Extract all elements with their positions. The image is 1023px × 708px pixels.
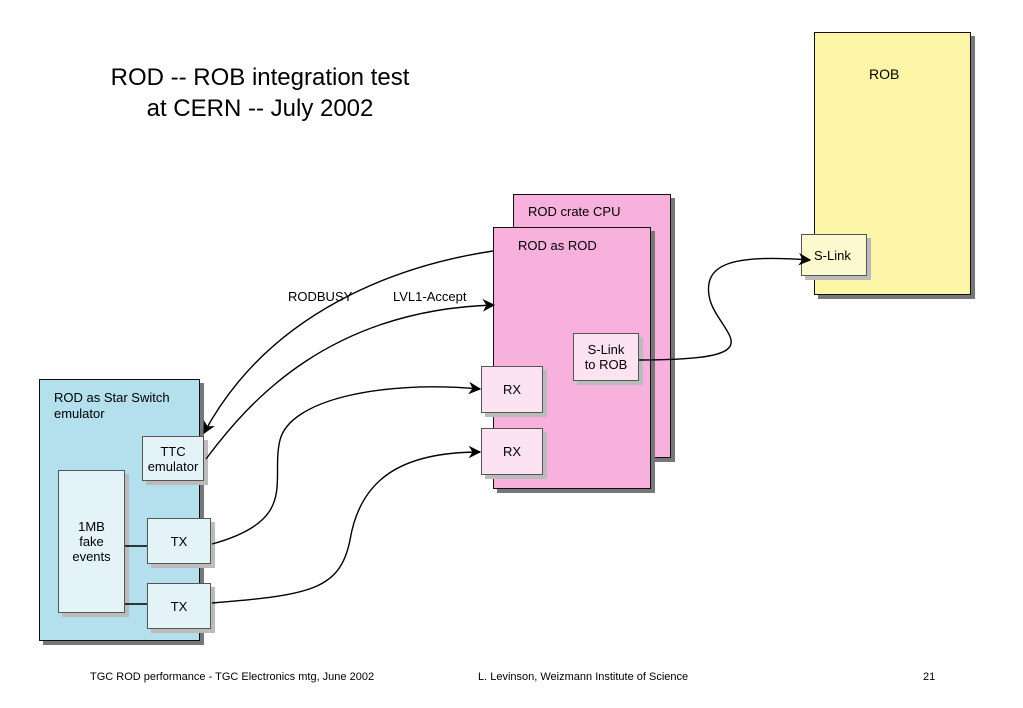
- rod-slink-line2: to ROB: [584, 357, 628, 372]
- tx-label-2: TX: [170, 598, 188, 614]
- lvl1-accept-arrow: [205, 299, 496, 460]
- rob-slink-box: S-Link: [801, 234, 867, 276]
- fake-events-box: 1MB fake events: [58, 470, 125, 613]
- slide-title: ROD -- ROB integration test at CERN -- J…: [60, 62, 460, 124]
- rod-crate-cpu-label: ROD crate CPU: [528, 204, 621, 219]
- title-line-1: ROD -- ROB integration test: [110, 64, 410, 91]
- rodbusy-label: RODBUSY: [288, 289, 353, 304]
- rodbusy-arrow: [203, 250, 494, 435]
- ttc-line2: emulator: [147, 458, 199, 474]
- ttc-line1: TTC: [160, 443, 186, 459]
- rod-slink-to-rob-box: S-Link to ROB: [573, 333, 639, 381]
- title-line-2: at CERN -- July 2002: [146, 95, 374, 122]
- rx-box-1: RX: [481, 366, 543, 413]
- tx1-to-rx1-arrow: [211, 381, 482, 545]
- rx-label-1: RX: [502, 382, 522, 397]
- rx-label-2: RX: [502, 444, 522, 459]
- rx-box-2: RX: [481, 428, 543, 475]
- tx2-to-rx2-arrow: [211, 445, 482, 604]
- footer-left: TGC ROD performance - TGC Electronics mt…: [90, 671, 375, 683]
- star-switch-label-line2: emulator: [54, 406, 105, 421]
- events-line2: fake: [79, 534, 104, 549]
- ttc-emulator-box: TTC emulator: [142, 436, 204, 481]
- slink-to-rob-arrow: [638, 252, 812, 361]
- rob-slink-label: S-Link: [814, 247, 851, 263]
- rod-slink-line1: S-Link: [587, 342, 625, 357]
- tx-box-2: TX: [147, 583, 211, 629]
- star-switch-label-line1: ROD as Star Switch: [54, 390, 170, 405]
- lvl1-accept-label: LVL1-Accept: [393, 289, 467, 304]
- rod-as-rod-label: ROD as ROD: [518, 238, 597, 253]
- footer-center: L. Levinson, Weizmann Institute of Scien…: [478, 671, 689, 683]
- tx-box-1: TX: [147, 518, 211, 564]
- page-number: 21: [923, 671, 936, 683]
- events-line1: 1MB: [78, 519, 105, 534]
- events-line3: events: [72, 549, 111, 564]
- tx-label-1: TX: [170, 533, 188, 549]
- star-switch-label: ROD as Star Switch emulator: [54, 390, 170, 422]
- rob-label: ROB: [869, 66, 900, 82]
